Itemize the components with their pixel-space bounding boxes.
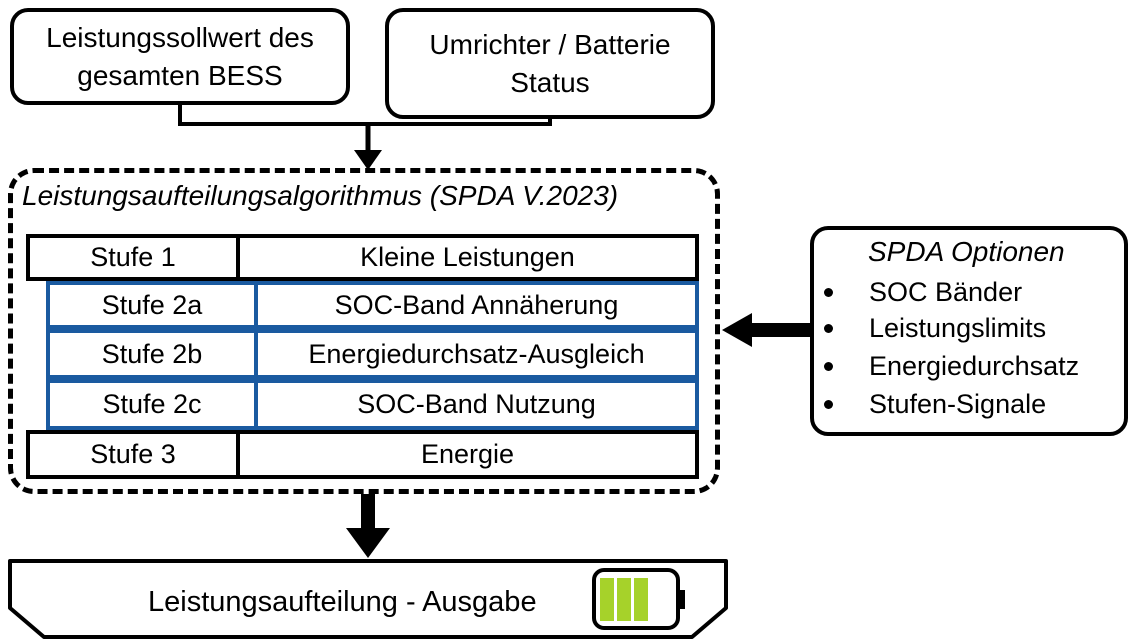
option-energy-throughput: Energiedurchsatz xyxy=(869,351,1080,381)
spda-options-title: SPDA Optionen xyxy=(868,236,1065,267)
algorithm-title: Leistungsaufteilungsalgorithmus (SPDA V.… xyxy=(22,180,619,211)
stage-2a-label: Stufe 2a xyxy=(46,281,258,329)
stage-2b-label: Stufe 2b xyxy=(46,329,258,379)
power-setpoint-box: Leistungssollwert des gesamten BESS xyxy=(10,8,350,105)
converter-battery-status-box: Umrichter / Batterie Status xyxy=(385,8,715,119)
stage-2a-description: SOC-Band Annäherung xyxy=(254,281,699,329)
status-line1: Umrichter / Batterie xyxy=(429,28,671,60)
option-item: Leistungslimits xyxy=(824,313,1046,344)
power-setpoint-line2: gesamten BESS xyxy=(77,59,283,91)
option-soc-bands: SOC Bänder xyxy=(869,277,1023,307)
option-item: Stufen-Signale xyxy=(824,389,1046,420)
output-label: Leistungsaufteilung - Ausgabe xyxy=(148,586,537,618)
options-arrow-shaft xyxy=(748,323,816,337)
bullet-icon xyxy=(824,324,833,333)
stage-2c-label: Stufe 2c xyxy=(46,379,258,430)
stage-1-label: Stufe 1 xyxy=(26,234,240,281)
bullet-icon xyxy=(824,400,833,409)
options-arrow-head xyxy=(722,313,752,347)
stage-3-label: Stufe 3 xyxy=(26,430,240,479)
option-power-limits: Leistungslimits xyxy=(869,313,1047,343)
stage-1-description: Kleine Leistungen xyxy=(236,234,699,281)
battery-full-icon xyxy=(592,568,685,630)
output-box-outline xyxy=(8,559,728,639)
option-item: SOC Bänder xyxy=(824,277,1022,308)
power-setpoint-line1: Leistungssollwert des xyxy=(46,21,314,53)
stage-2c-description: SOC-Band Nutzung xyxy=(254,379,699,430)
output-arrow-head xyxy=(346,528,390,558)
option-stage-signals: Stufen-Signale xyxy=(869,389,1047,419)
stage-2b-description: Energiedurchsatz-Ausgleich xyxy=(254,329,699,379)
bullet-icon xyxy=(824,362,833,371)
input-arrow-head xyxy=(354,150,382,170)
spda-options-box xyxy=(810,226,1128,436)
output-arrow-shaft xyxy=(361,490,375,532)
bullet-icon xyxy=(824,288,833,297)
status-line2: Status xyxy=(510,66,590,98)
stage-3-description: Energie xyxy=(236,430,699,479)
option-item: Energiedurchsatz xyxy=(824,351,1079,382)
